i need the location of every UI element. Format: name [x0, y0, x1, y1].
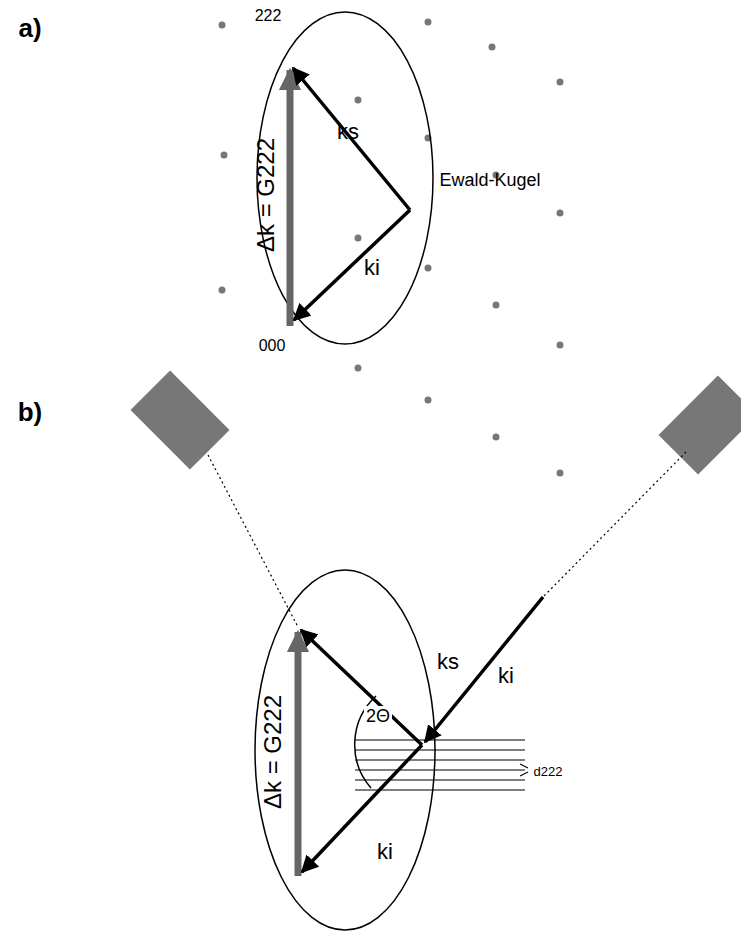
- sphere-label: Ewald-Kugel: [439, 171, 540, 189]
- scattered-wave-vector: [301, 630, 422, 745]
- scattering-vector: [295, 632, 302, 876]
- scattered-wave-vector: [293, 68, 410, 210]
- vector-label: Δk = G222: [254, 138, 278, 252]
- vector-label: ks: [437, 651, 459, 673]
- incident-wave-vector: [294, 210, 410, 320]
- vector-label: ki: [364, 257, 380, 279]
- detector: [131, 371, 741, 475]
- panel-label: a): [18, 15, 41, 41]
- vector-label: ks: [337, 121, 359, 143]
- scattering-vector: [287, 70, 294, 326]
- vector-label: ki: [377, 841, 393, 863]
- vector-label: ki: [498, 665, 514, 687]
- incident-wave-vector: [425, 597, 543, 742]
- reflection-index: 000: [259, 338, 286, 354]
- incident-wave-vector: [302, 745, 422, 872]
- spacing-label: d222: [534, 765, 563, 778]
- vector-label: Δk = G222: [261, 695, 285, 809]
- beam-path: [208, 452, 686, 627]
- lattice-planes: [355, 740, 528, 790]
- reflection-index: 222: [255, 8, 282, 24]
- panel-label: b): [18, 399, 43, 425]
- lattice-points: [219, 19, 564, 477]
- ewald-sphere: [257, 12, 433, 344]
- angle-label: 2Θ: [364, 706, 392, 726]
